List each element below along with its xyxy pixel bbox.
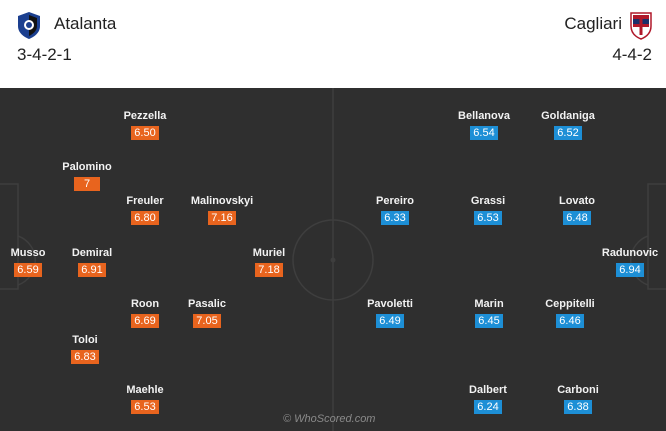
player-rating: 6.59 — [14, 263, 42, 277]
player-name: Maehle — [126, 384, 164, 396]
player-rating: 6.80 — [131, 211, 159, 225]
player-rating: 6.33 — [381, 211, 409, 225]
away-player[interactable]: Grassi 6.53 — [448, 194, 528, 226]
player-rating: 6.24 — [474, 400, 502, 414]
away-player[interactable]: Marin 6.45 — [449, 297, 529, 329]
home-player[interactable]: Toloi 6.83 — [45, 333, 125, 365]
player-name: Lovato — [558, 195, 596, 207]
player-name: Grassi — [470, 195, 506, 207]
player-rating: 6.53 — [131, 400, 159, 414]
player-name: Dalbert — [469, 384, 507, 396]
home-player-goalkeeper[interactable]: Musso 6.59 — [0, 246, 68, 278]
player-rating: 6.91 — [78, 263, 106, 277]
player-rating: 6.52 — [554, 126, 582, 140]
cagliari-crest-icon — [630, 12, 652, 40]
player-rating: 7.16 — [208, 211, 236, 225]
player-name: Pavoletti — [367, 298, 413, 310]
home-team-name: Atalanta — [54, 14, 117, 33]
away-player[interactable]: Goldaniga 6.52 — [528, 109, 608, 141]
away-player[interactable]: Pereiro 6.33 — [355, 194, 435, 226]
player-rating: 7 — [74, 177, 100, 191]
home-player[interactable]: Demiral 6.91 — [52, 246, 132, 278]
player-rating: 7.18 — [255, 263, 283, 277]
player-name: Palomino — [62, 161, 112, 173]
home-player[interactable]: Malinovskyi 7.16 — [182, 194, 262, 226]
away-player[interactable]: Ceppitelli 6.46 — [530, 297, 610, 329]
player-name: Goldaniga — [541, 110, 595, 122]
player-rating: 6.53 — [474, 211, 502, 225]
player-name: Freuler — [126, 195, 164, 207]
away-player[interactable]: Carboni 6.38 — [538, 383, 618, 415]
away-player[interactable]: Lovato 6.48 — [537, 194, 617, 226]
player-name: Malinovskyi — [190, 195, 254, 207]
pitch: Musso 6.59 Demiral 6.91 Palomino 7 Toloi… — [0, 88, 666, 431]
player-rating: 6.38 — [564, 400, 592, 414]
player-name: Demiral — [71, 247, 113, 259]
home-formation: 3-4-2-1 — [17, 45, 72, 64]
atalanta-crest-icon — [18, 12, 40, 39]
watermark: © WhoScored.com — [283, 413, 376, 425]
home-player[interactable]: Palomino 7 — [47, 160, 127, 192]
away-player[interactable]: Dalbert 6.24 — [448, 383, 528, 415]
away-team-name: Cagliari — [564, 14, 622, 33]
player-name: Roon — [130, 298, 160, 310]
player-name: Toloi — [72, 334, 98, 346]
player-rating: 6.50 — [131, 126, 159, 140]
player-rating: 6.49 — [376, 314, 404, 328]
player-name: Pezzella — [123, 110, 167, 122]
away-formation: 4-4-2 — [612, 45, 652, 64]
player-name: Carboni — [557, 384, 599, 396]
home-player[interactable]: Muriel 7.18 — [229, 246, 309, 278]
home-player[interactable]: Maehle 6.53 — [105, 383, 185, 415]
player-name: Marin — [474, 298, 504, 310]
player-name: Radunovic — [601, 247, 659, 259]
player-rating: 6.69 — [131, 314, 159, 328]
player-name: Pasalic — [188, 298, 226, 310]
match-header: Atalanta 3-4-2-1 Cagliari 4-4-2 — [0, 0, 666, 88]
player-name: Ceppitelli — [545, 298, 595, 310]
player-rating: 6.94 — [616, 263, 644, 277]
player-rating: 6.83 — [71, 350, 99, 364]
home-player[interactable]: Roon 6.69 — [105, 297, 185, 329]
player-name: Muriel — [252, 247, 286, 259]
player-rating: 6.54 — [470, 126, 498, 140]
away-player-goalkeeper[interactable]: Radunovic 6.94 — [590, 246, 666, 278]
away-player[interactable]: Pavoletti 6.49 — [350, 297, 430, 329]
home-player[interactable]: Pezzella 6.50 — [105, 109, 185, 141]
player-name: Pereiro — [376, 195, 414, 207]
player-rating: 6.45 — [475, 314, 503, 328]
player-name: Musso — [10, 247, 46, 259]
home-player[interactable]: Pasalic 7.05 — [167, 297, 247, 329]
player-rating: 6.48 — [563, 211, 591, 225]
home-player[interactable]: Freuler 6.80 — [105, 194, 185, 226]
pitch-markings — [0, 88, 666, 431]
player-rating: 6.46 — [556, 314, 584, 328]
player-rating: 7.05 — [193, 314, 221, 328]
away-player[interactable]: Bellanova 6.54 — [444, 109, 524, 141]
player-name: Bellanova — [458, 110, 510, 122]
